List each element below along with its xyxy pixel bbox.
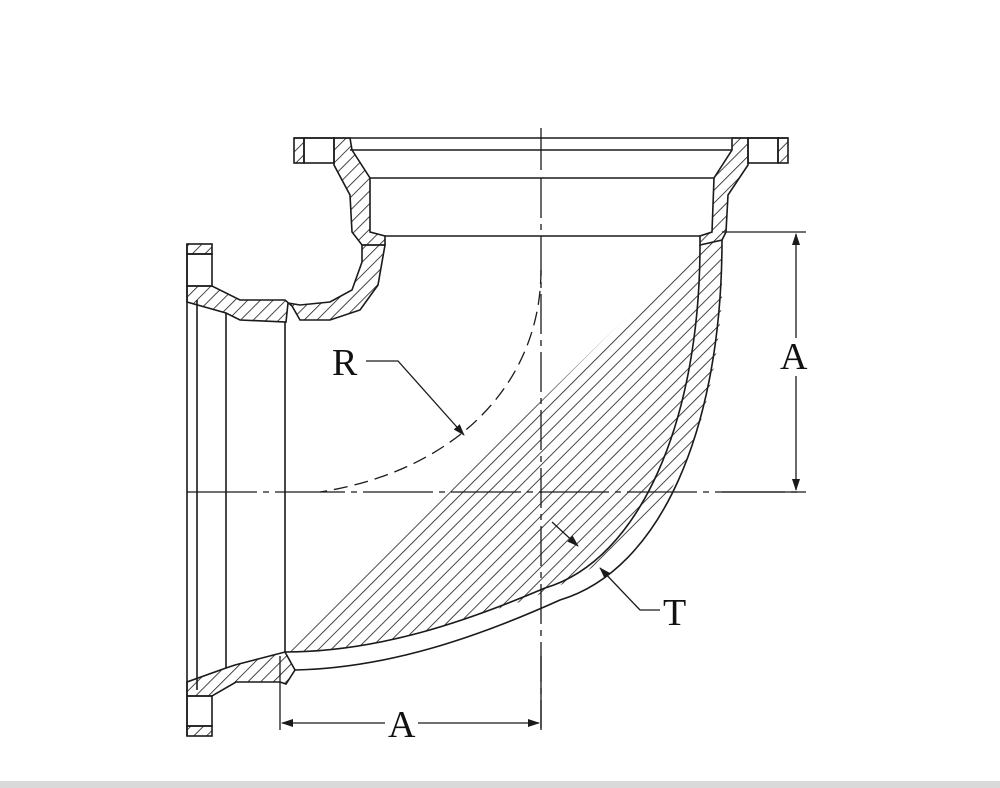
leader-r — [366, 360, 465, 436]
leader-t — [551, 521, 660, 611]
centerlines — [187, 128, 800, 728]
label-a-horizontal: A — [386, 704, 418, 746]
elbow-wall — [284, 239, 723, 671]
label-r: R — [330, 342, 360, 384]
dimension-a-vertical — [722, 231, 806, 493]
left-flange — [186, 243, 386, 737]
top-flange — [293, 137, 789, 247]
dimension-a-horizontal — [279, 656, 542, 730]
footer-bar — [0, 781, 1000, 788]
label-t: T — [661, 592, 689, 634]
label-a-vertical: A — [778, 336, 810, 378]
